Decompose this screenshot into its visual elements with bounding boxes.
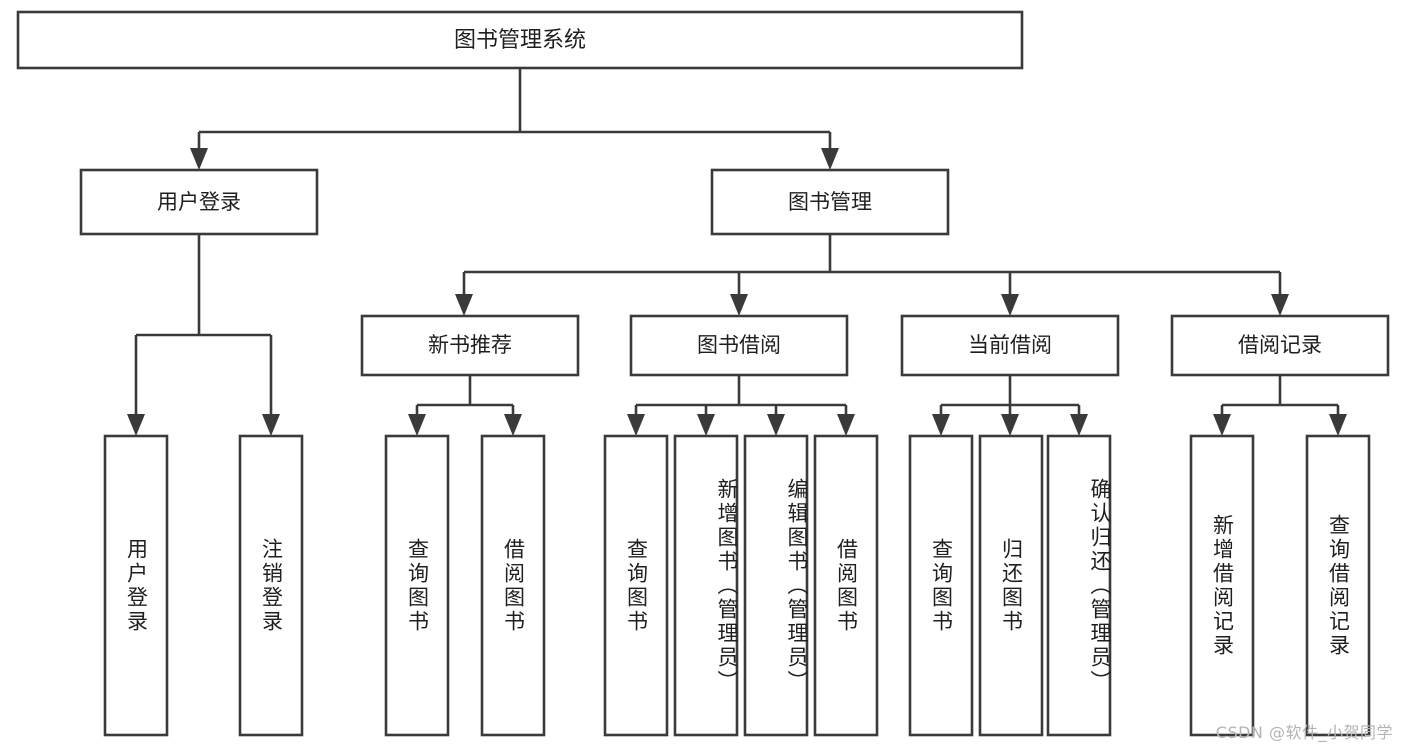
node-new-book-recommend[interactable]: 新书推荐	[360, 314, 580, 377]
arrowhead-leaf-borrow-book-1	[504, 414, 522, 436]
leaf-edit-book-box[interactable]	[743, 434, 809, 737]
new-book-recommend-box[interactable]	[360, 314, 580, 377]
new-book-recommend-label: 新书推荐	[428, 333, 512, 357]
node-book-manage[interactable]: 图书管理	[710, 168, 950, 236]
root-box[interactable]	[16, 10, 1024, 70]
leaf-query-record-box[interactable]	[1305, 434, 1371, 737]
leaf-confirm-return-box[interactable]	[1046, 434, 1112, 737]
arrowhead-leaf-add-record	[1213, 414, 1231, 436]
leaf-user-logout-box[interactable]	[238, 434, 304, 737]
book-borrow-box[interactable]	[629, 314, 849, 377]
book-manage-label: 图书管理	[788, 190, 872, 214]
leaf-borrow-book-2-box[interactable]	[813, 434, 879, 737]
arrowhead-leaf-query-book-1	[408, 414, 426, 436]
leaf-query-book-1-box[interactable]	[384, 434, 450, 737]
arrowhead-leaf-add-book	[697, 414, 715, 436]
arrowhead-leaf-return-book	[1001, 414, 1019, 436]
arrowhead-new-book-recommend	[455, 294, 473, 316]
arrowhead-user-login	[190, 148, 208, 170]
arrowhead-leaf-query-book-3	[932, 414, 950, 436]
arrowhead-current-borrow	[1001, 294, 1019, 316]
arrowhead-book-manage	[821, 148, 839, 170]
user-login-label: 用户登录	[157, 190, 241, 214]
root-label: 图书管理系统	[454, 28, 586, 53]
node-user-login[interactable]: 用户登录	[79, 168, 319, 236]
arrowhead-leaf-borrow-book-2	[837, 414, 855, 436]
leaf-query-book-3-box[interactable]	[908, 434, 974, 737]
arrowhead-book-borrow	[730, 294, 748, 316]
node-root[interactable]: 图书管理系统	[16, 10, 1024, 70]
borrow-record-box[interactable]	[1170, 314, 1390, 377]
current-borrow-label: 当前借阅	[968, 333, 1052, 357]
leaf-return-book-box[interactable]	[978, 434, 1044, 737]
node-book-borrow[interactable]: 图书借阅	[629, 314, 849, 377]
leaf-add-book-box[interactable]	[673, 434, 739, 737]
leaf-user-login-box[interactable]	[103, 434, 169, 737]
node-borrow-record[interactable]: 借阅记录	[1170, 314, 1390, 377]
arrowhead-borrow-record	[1271, 294, 1289, 316]
current-borrow-box[interactable]	[900, 314, 1120, 377]
arrowhead-leaf-confirm-return	[1070, 414, 1088, 436]
arrowhead-leaf-user-login	[127, 414, 145, 436]
borrow-record-label: 借阅记录	[1238, 333, 1322, 357]
arrowhead-leaf-query-record	[1329, 414, 1347, 436]
node-current-borrow[interactable]: 当前借阅	[900, 314, 1120, 377]
leaf-borrow-book-1-box[interactable]	[480, 434, 546, 737]
leaf-query-book-2-box[interactable]	[603, 434, 669, 737]
watermark-text: CSDN @软件_小贺同学	[1215, 723, 1393, 742]
arrowhead-leaf-edit-book	[767, 414, 785, 436]
arrowhead-leaf-query-book-2	[627, 414, 645, 436]
book-manage-box[interactable]	[710, 168, 950, 236]
arrowhead-leaf-user-logout	[262, 414, 280, 436]
book-borrow-label: 图书借阅	[697, 333, 781, 357]
leaf-add-record-box[interactable]	[1189, 434, 1255, 737]
